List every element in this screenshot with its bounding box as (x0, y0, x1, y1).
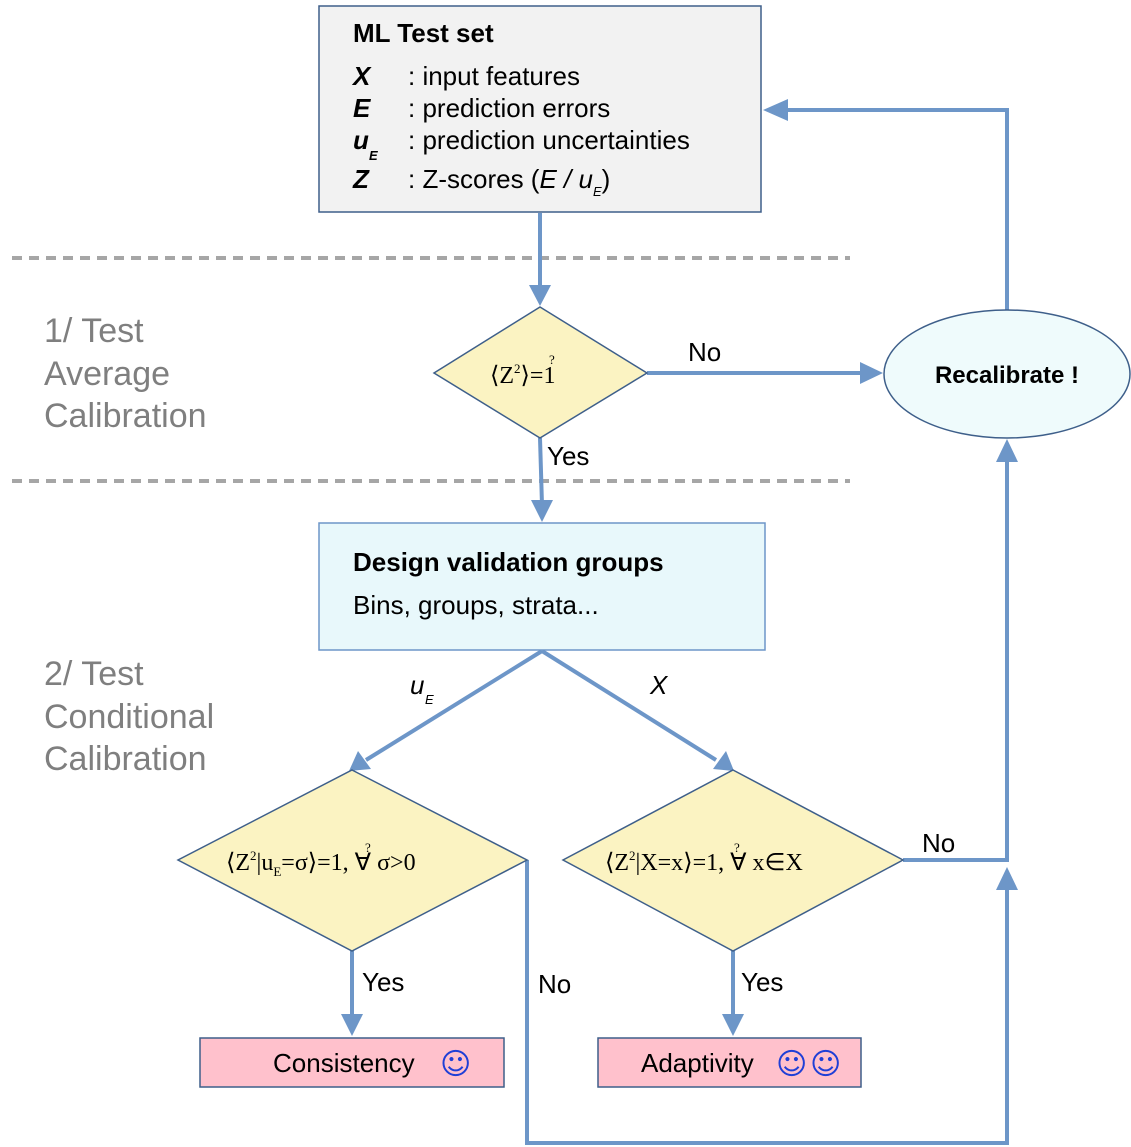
arrowhead-down-design (531, 500, 553, 522)
test-set-desc-ue: : prediction uncertainties (408, 125, 690, 155)
svg-text:2/ Test: 2/ Test (44, 655, 144, 693)
decision-average-formula: ⟨Z2⟩=1 (490, 361, 555, 389)
svg-text:1/ Test: 1/ Test (44, 312, 144, 350)
svg-text:Calibration: Calibration (44, 397, 207, 435)
arrowhead-up-loop (996, 867, 1018, 890)
edge-label-yes-adaptivity: Yes (741, 967, 783, 997)
smiley-icon: ☺ (776, 1047, 807, 1082)
arrow-ue-no-loop (525, 860, 1009, 1145)
edge-label-yes-average: Yes (547, 441, 589, 471)
decision-consistency-formula: ⟨Z2|uE=σ⟩=1, ∀ σ>0 (226, 848, 416, 879)
decision-consistency-question-mark: ? (365, 840, 371, 855)
stage-1-label: 1/ Test Average Calibration (44, 312, 207, 435)
arrow-branch-x (540, 649, 718, 762)
edge-label-yes-consistency: Yes (362, 967, 404, 997)
test-set-symbol-z: Z (352, 164, 370, 194)
recalibrate-label: Recalibrate ! (935, 362, 1079, 389)
svg-text:Conditional: Conditional (44, 698, 214, 736)
edge-label-no-consistency: No (538, 969, 571, 999)
arrowhead-down-decision (529, 285, 551, 306)
stage-2-label: 2/ Test Conditional Calibration (44, 655, 214, 778)
outcome-adaptivity-label: Adaptivity (641, 1048, 754, 1078)
svg-text:Calibration: Calibration (44, 740, 207, 778)
edge-label-no-adaptivity: No (922, 828, 955, 858)
connectors (350, 108, 1009, 1145)
decision-adaptivity-formula: ⟨Z2|X=x⟩=1, ∀ x∈X (605, 848, 803, 876)
arrowhead-branch-ue (349, 751, 371, 771)
test-set-symbol-ue-sub: E (369, 148, 378, 163)
arrowhead-down-consistency (341, 1014, 363, 1036)
recalibrate-node: Recalibrate ! (883, 309, 1131, 439)
arrowhead-left-test (763, 99, 788, 121)
test-set-symbol-x: X (351, 61, 372, 91)
outcome-consistency-label: Consistency (273, 1048, 415, 1078)
arrowhead-right-recalibrate (860, 362, 883, 384)
design-groups-box: Design validation groups Bins, groups, s… (318, 522, 766, 651)
smiley-icon: ☺ (810, 1047, 841, 1082)
decision-consistency: ⟨Z2|uE=σ⟩=1, ∀ σ>0 ? (176, 769, 529, 952)
outcome-adaptivity: Adaptivity ☺ ☺ (597, 1037, 862, 1088)
arrow-recalibrate-to-test (785, 108, 1009, 310)
arrow-branch-ue (364, 649, 544, 762)
smiley-icon: ☺ (440, 1047, 471, 1082)
test-set-desc-z: : Z-scores (E / uE) (408, 164, 610, 199)
arrowhead-down-adaptivity (722, 1014, 744, 1036)
test-set-desc-e: : prediction errors (408, 93, 610, 123)
test-set-box: ML Test set X : input features E : predi… (318, 5, 762, 213)
test-set-title: ML Test set (353, 18, 494, 48)
decision-average-calibration: ⟨Z2⟩=1 ? (432, 306, 649, 439)
edge-label-branch-ue-sub: E (425, 692, 434, 707)
decision-adaptivity-question-mark: ? (734, 840, 740, 855)
arrowheads (341, 99, 1018, 1036)
decision-adaptivity: ⟨Z2|X=x⟩=1, ∀ x∈X ? (561, 769, 905, 952)
svg-text:Average: Average (44, 355, 170, 393)
test-set-symbol-ue: u (353, 125, 369, 155)
edge-label-branch-x: X (649, 670, 669, 700)
design-groups-subtitle: Bins, groups, strata... (353, 590, 599, 620)
arrow-x-no-to-recalibrate (903, 458, 1009, 862)
outcome-consistency: Consistency ☺ (199, 1037, 505, 1088)
arrowhead-branch-x (713, 751, 734, 771)
edge-label-no-average: No (688, 337, 721, 367)
arrowhead-up-recalibrate (996, 439, 1018, 462)
decision-average-question-mark: ? (549, 352, 555, 367)
test-set-desc-x: : input features (408, 61, 580, 91)
test-set-symbol-e: E (353, 93, 371, 123)
edge-label-branch-ue: u (410, 670, 424, 700)
arrow-yes-to-design (538, 437, 544, 506)
design-groups-title: Design validation groups (353, 547, 664, 577)
